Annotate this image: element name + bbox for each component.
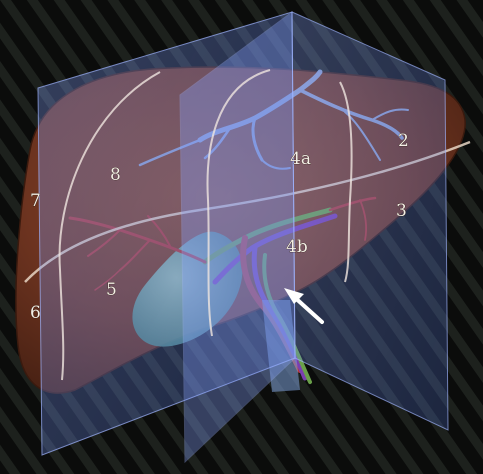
segment-label-6: 6	[30, 303, 41, 323]
segment-label-2: 2	[398, 131, 409, 151]
segment-label-4a: 4a	[290, 149, 311, 169]
plane-middle-hepatic	[292, 12, 448, 430]
segment-label-7: 7	[30, 191, 41, 211]
segment-label-4b: 4b	[286, 237, 308, 257]
segment-label-5: 5	[106, 280, 117, 300]
segment-label-3: 3	[396, 201, 407, 221]
segment-label-8: 8	[110, 165, 121, 185]
